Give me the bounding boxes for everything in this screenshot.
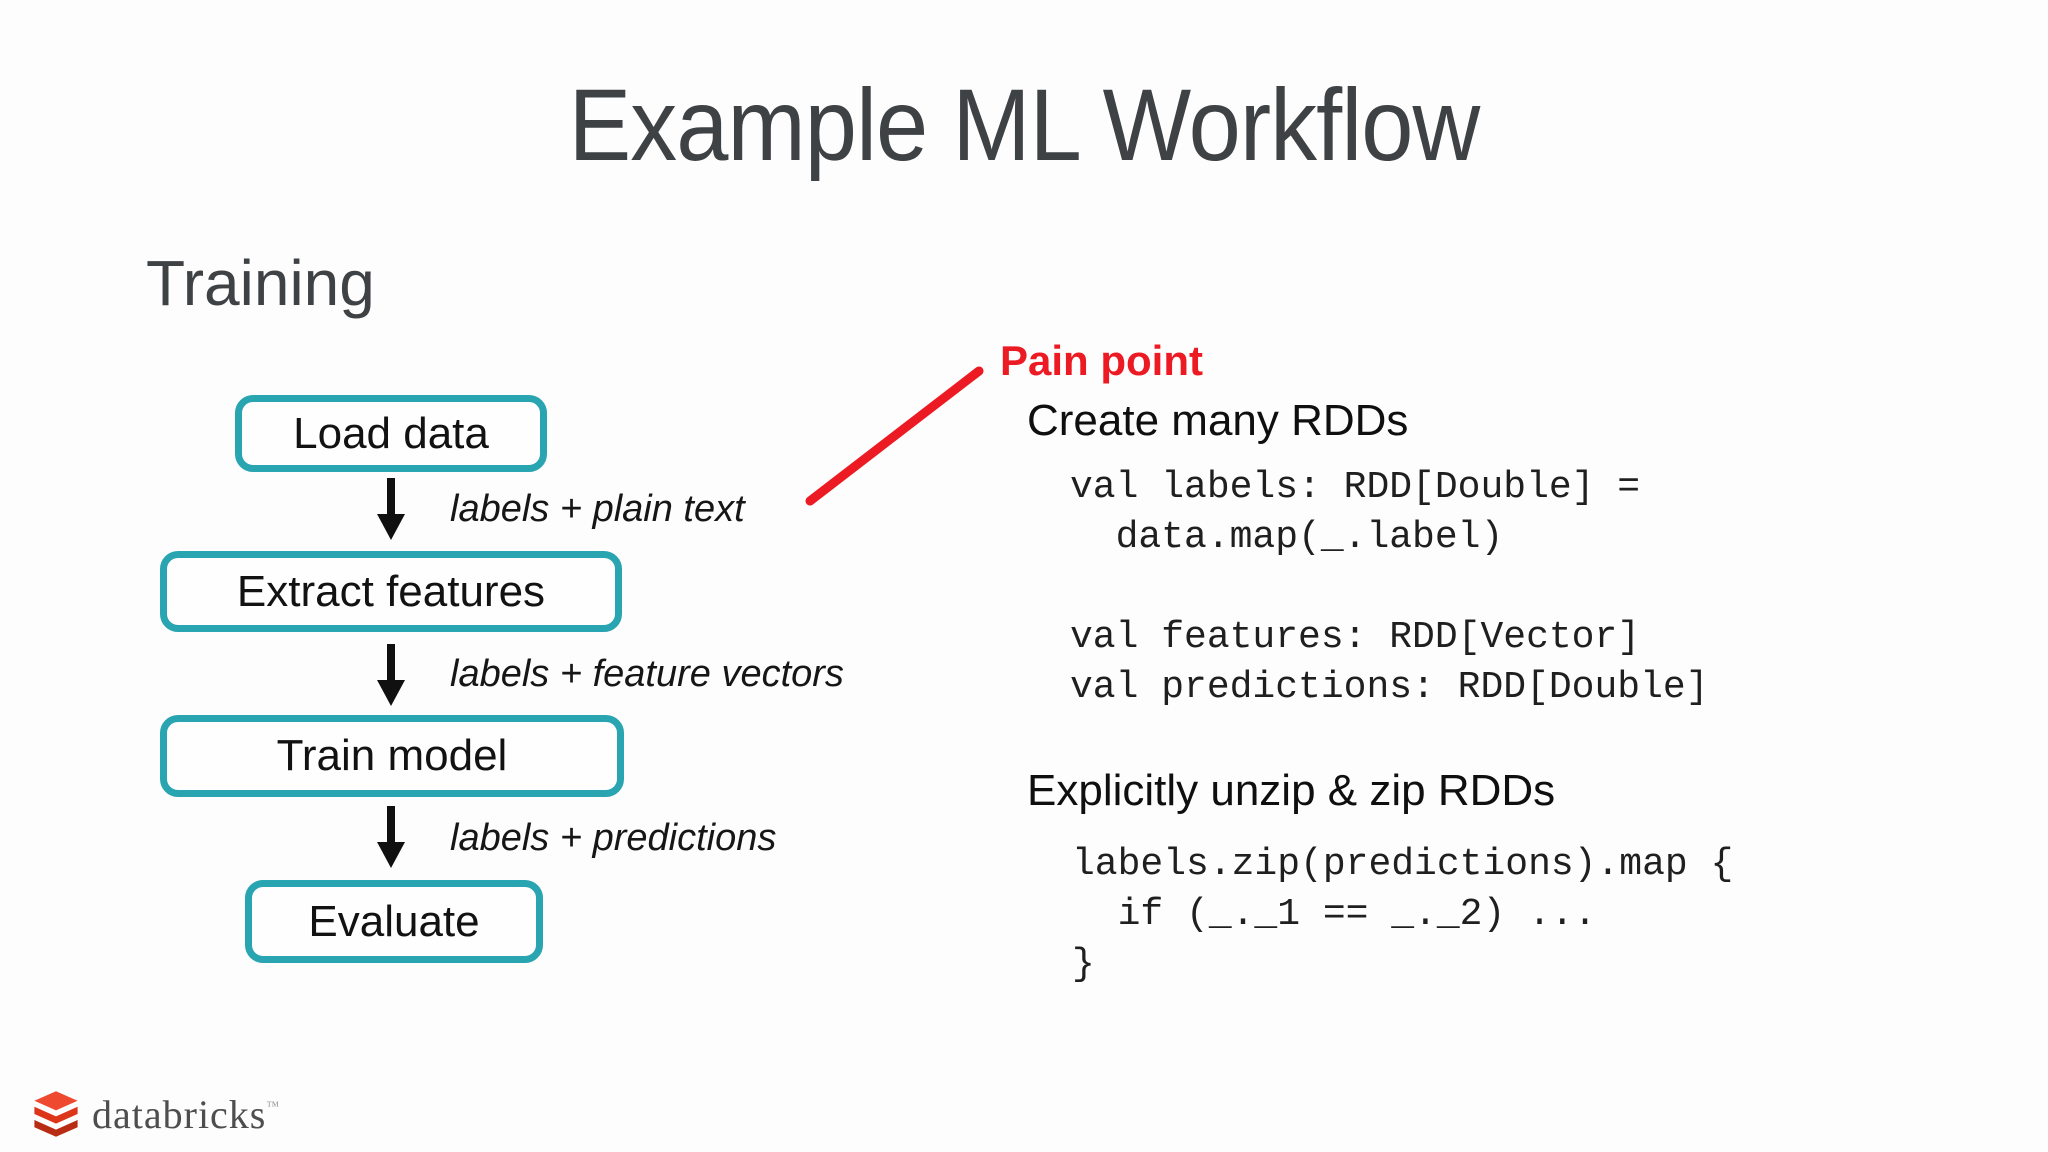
edge-label-predictions: labels + predictions (450, 817, 777, 859)
flow-box-evaluate: Evaluate (245, 880, 543, 963)
flow-box-label: Load data (293, 408, 489, 458)
panel-heading-unzip-zip: Explicitly unzip & zip RDDs (1027, 766, 1556, 815)
flow-box-label: Extract features (236, 566, 546, 616)
trademark-symbol: ™ (266, 1097, 281, 1113)
flow-box-label: Train model (276, 731, 508, 780)
flow-box-train-model: Train model (160, 715, 624, 797)
databricks-logo: databricks™ (28, 1090, 280, 1138)
down-arrow-icon (377, 478, 405, 540)
edge-label-plain-text: labels + plain text (450, 488, 745, 530)
page-title: Example ML Workflow (568, 68, 1481, 182)
flow-box-extract-features: Extract features (160, 551, 622, 632)
edge-label-feature-vectors: labels + feature vectors (450, 653, 844, 695)
databricks-stack-icon (34, 1091, 78, 1137)
code-block-create-rdds: val labels: RDD[Double] = data.map(_.lab… (1070, 466, 1709, 709)
flow-box-load-data: Load data (235, 395, 547, 472)
section-heading-training: Training (146, 247, 375, 319)
code-block-unzip-zip: labels.zip(predictions).map { if (_._1 =… (1072, 843, 1734, 986)
flow-box-label: Evaluate (308, 896, 480, 946)
down-arrow-icon (377, 806, 405, 868)
down-arrow-icon (377, 644, 405, 706)
panel-heading-create-rdds: Create many RDDs (1027, 396, 1409, 445)
databricks-wordmark: databricks™ (92, 1091, 281, 1137)
pain-point-label: Pain point (1000, 337, 1203, 384)
